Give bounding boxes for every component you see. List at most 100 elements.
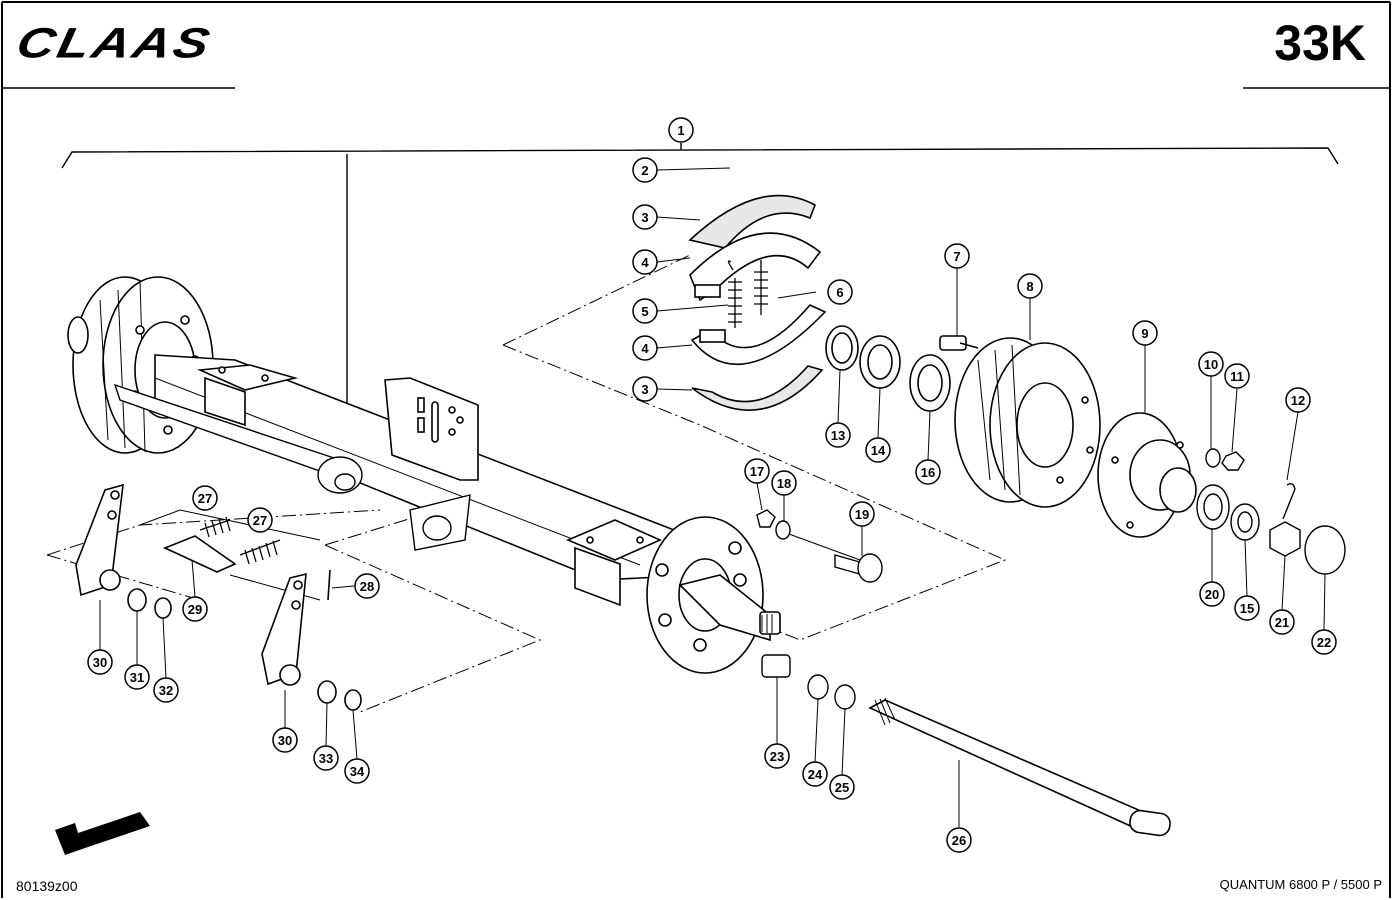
callout-2: 2 (632, 157, 658, 183)
callout-label: 28 (360, 579, 374, 594)
callout-31: 31 (124, 664, 150, 690)
callout-label: 27 (198, 491, 212, 506)
callout-label: 16 (921, 465, 935, 480)
callout-circle (1017, 273, 1043, 299)
callout-circle (825, 422, 851, 448)
callout-23: 23 (764, 743, 790, 769)
callout-label: 22 (1317, 635, 1331, 650)
callout-label: 9 (1141, 326, 1148, 341)
right-brake-drum (954, 337, 1101, 508)
callout-circle (668, 117, 694, 143)
callout-3: 3 (632, 376, 658, 402)
callout-label: 25 (835, 780, 849, 795)
callout-circle (632, 335, 658, 361)
callout-circle (1132, 320, 1158, 346)
callout-circle (1269, 609, 1295, 635)
callout-circle (632, 204, 658, 230)
callout-circle (247, 507, 273, 533)
callout-label: 4 (641, 255, 649, 270)
callout-circle (946, 827, 972, 853)
callout-8: 8 (1017, 273, 1043, 299)
assembly-bracket (61, 143, 1339, 418)
callout-label: 13 (831, 428, 845, 443)
callout-label: 12 (1291, 393, 1305, 408)
callout-circle (944, 243, 970, 269)
callout-circle (827, 279, 853, 305)
callout-27: 27 (247, 507, 273, 533)
callout-circle (1199, 581, 1225, 607)
cam-bracket-plate (409, 494, 471, 551)
callout-7: 7 (944, 243, 970, 269)
callout-label: 23 (770, 749, 784, 764)
callout-circle (915, 459, 941, 485)
callout-34: 34 (344, 758, 370, 784)
callout-circle (632, 376, 658, 402)
callout-circle (354, 573, 380, 599)
callout-15: 15 (1234, 595, 1260, 621)
callout-1: 1 (668, 117, 694, 143)
arrow-down-left-icon (55, 812, 150, 855)
callout-label: 17 (750, 464, 764, 479)
callout-label: 1 (677, 123, 684, 138)
brake-shoes (688, 194, 827, 411)
callout-27: 27 (192, 485, 218, 511)
callout-label: 8 (1026, 279, 1033, 294)
callout-label: 31 (130, 670, 144, 685)
callout-33: 33 (313, 745, 339, 771)
stub-axle-flange (646, 516, 781, 674)
callout-label: 6 (836, 285, 843, 300)
callout-28: 28 (354, 573, 380, 599)
callout-circle (632, 157, 658, 183)
callout-label: 19 (855, 507, 869, 522)
callout-label: 15 (1240, 601, 1254, 616)
callout-circle (153, 677, 179, 703)
callout-circle (124, 664, 150, 690)
callout-label: 20 (1205, 587, 1219, 602)
callout-5: 5 (632, 298, 658, 324)
callout-label: 5 (641, 304, 648, 319)
callout-circle (771, 470, 797, 496)
callout-label: 14 (871, 443, 886, 458)
callout-label: 29 (188, 602, 202, 617)
callout-11: 11 (1224, 363, 1250, 389)
callout-14: 14 (865, 437, 891, 463)
callout-30: 30 (87, 649, 113, 675)
callout-18: 18 (771, 470, 797, 496)
callout-3: 3 (632, 204, 658, 230)
callout-circle (764, 743, 790, 769)
callout-label: 3 (641, 210, 648, 225)
callout-17: 17 (744, 458, 770, 484)
callout-circle (632, 249, 658, 275)
callout-circle (87, 649, 113, 675)
callout-circle (192, 485, 218, 511)
callout-label: 30 (278, 733, 292, 748)
callout-label: 18 (777, 476, 791, 491)
callout-6: 6 (827, 279, 853, 305)
callout-label: 34 (350, 764, 365, 779)
callout-29: 29 (182, 596, 208, 622)
callout-9: 9 (1132, 320, 1158, 346)
callout-circle (1198, 351, 1224, 377)
callout-16: 16 (915, 459, 941, 485)
callout-13: 13 (825, 422, 851, 448)
callout-bubbles: 1234543678910111213141617181920152122232… (87, 117, 1337, 853)
return-springs (199, 260, 768, 565)
axle-shaft (868, 697, 1171, 837)
callout-circle (1285, 387, 1311, 413)
linkage-lines (139, 509, 861, 601)
callout-circle (744, 458, 770, 484)
callout-circle (1311, 629, 1337, 655)
drawing-number: 80139z00 (16, 878, 78, 894)
callout-22: 22 (1311, 629, 1337, 655)
callout-19: 19 (849, 501, 875, 527)
seals-bearings (825, 325, 979, 412)
callout-circle (272, 727, 298, 753)
callout-circle (1224, 363, 1250, 389)
hub-small-parts (756, 448, 1346, 710)
callout-leaders (99, 167, 1326, 827)
callout-12: 12 (1285, 387, 1311, 413)
callout-circle (802, 761, 828, 787)
callout-24: 24 (802, 761, 828, 787)
